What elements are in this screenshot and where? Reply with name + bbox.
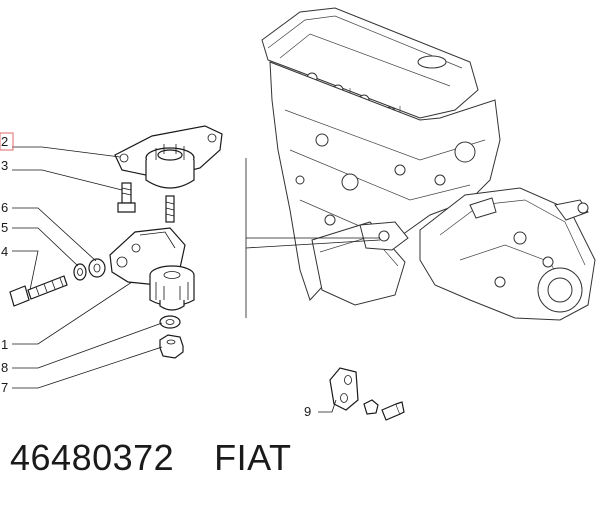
callout-8: 8 — [1, 360, 8, 375]
part-2-upper-mount — [114, 125, 223, 223]
callout-6: 6 — [1, 200, 8, 215]
callout-9: 9 — [304, 404, 311, 419]
callout-7: 7 — [1, 380, 8, 395]
callout-3: 3 — [1, 158, 8, 173]
part-6-washer — [88, 258, 106, 278]
exploded-parts-diagram: 2 3 6 5 4 1 8 7 9 — [0, 7, 596, 421]
part-caption: 46480372 FIAT — [10, 440, 292, 476]
engine-gearbox-illustration — [261, 7, 596, 321]
leader-lines — [12, 146, 381, 413]
part-1-mount-bracket — [109, 227, 195, 311]
part-9-bracket-set — [329, 367, 405, 421]
callout-4: 4 — [1, 244, 8, 259]
highlight-box-callout-2 — [0, 132, 14, 151]
part-7-nut — [159, 334, 184, 359]
callout-5: 5 — [1, 220, 8, 235]
brand-name: FIAT — [214, 437, 292, 478]
callout-1: 1 — [1, 337, 8, 352]
part-number: 46480372 — [10, 437, 175, 478]
part-3-bolt — [117, 182, 136, 213]
part-5-washer — [73, 263, 87, 281]
part-4-long-bolt — [9, 275, 68, 307]
part-8-washer — [159, 315, 181, 329]
callout-2: 2 — [1, 134, 8, 149]
